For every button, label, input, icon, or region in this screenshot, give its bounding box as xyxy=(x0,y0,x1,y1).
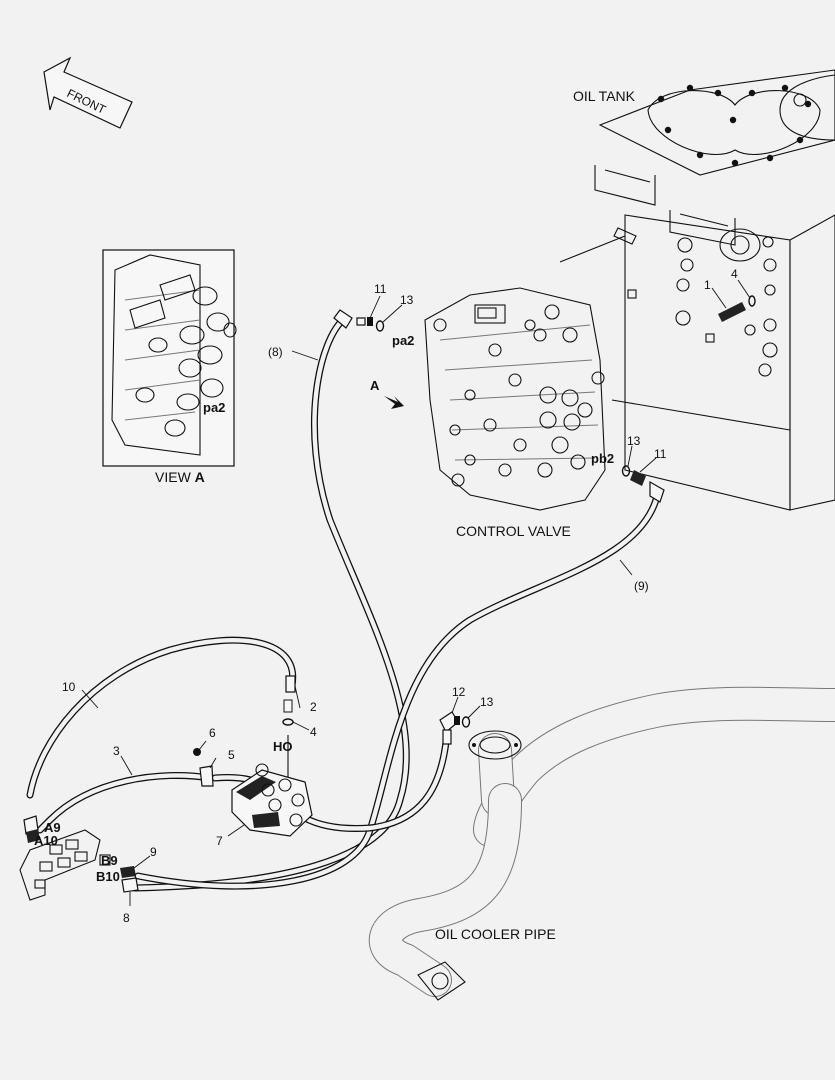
callout-13-cooler: 13 xyxy=(480,695,494,709)
control-valve-caption: CONTROL VALVE xyxy=(456,523,571,539)
callout-6: 6 xyxy=(209,726,216,740)
oil-cooler-pipe: OIL COOLER PIPE xyxy=(368,686,835,1001)
callout-10: 10 xyxy=(62,680,76,694)
callout-11-top: 11 xyxy=(374,282,387,296)
callout-5: 5 xyxy=(228,748,235,762)
pilot-manifold xyxy=(19,815,139,901)
port-pb2: pb2 xyxy=(591,451,614,466)
view-a-frame xyxy=(102,249,235,467)
check-valve-part-1 xyxy=(718,295,756,322)
callout-13-right: 13 xyxy=(627,434,641,448)
oil-tank-caption: OIL TANK xyxy=(573,88,636,104)
callout-9: 9 xyxy=(150,845,157,859)
fitting-pb2 xyxy=(621,465,665,503)
fitting-2-ho xyxy=(282,675,296,780)
solenoid-valve-part-7 xyxy=(231,763,313,837)
port-b10: B10 xyxy=(96,869,120,884)
hose-8 xyxy=(131,314,410,892)
hose-10 xyxy=(26,636,297,799)
hose-8-label: (8) xyxy=(268,345,283,359)
port-pa2: pa2 xyxy=(392,333,414,348)
callout-13-top: 13 xyxy=(400,293,414,307)
port-a9: A9 xyxy=(44,820,61,835)
callout-3: 3 xyxy=(113,744,120,758)
callout-4: 4 xyxy=(310,725,317,739)
clamp-part-5-6 xyxy=(193,748,214,787)
callout-12: 12 xyxy=(452,685,466,699)
control-valve: CONTROL VALVE xyxy=(424,287,606,539)
fitting-12 xyxy=(439,711,471,745)
view-a-inset: pa2 VIEW A xyxy=(102,249,237,485)
callout-1: 1 xyxy=(704,278,711,292)
front-direction-arrow: FRONT xyxy=(43,56,133,129)
hose-3 xyxy=(36,771,266,834)
callout-4-tank: 4 xyxy=(731,267,738,281)
callout-11-right: 11 xyxy=(654,447,667,461)
port-a10: A10 xyxy=(34,833,58,848)
callout-7: 7 xyxy=(216,834,223,848)
inset-port-pa2: pa2 xyxy=(203,400,225,415)
view-a-caption: VIEW A xyxy=(155,469,205,485)
hose-9 xyxy=(134,488,662,890)
hose-9-label: (9) xyxy=(634,579,649,593)
oil-tank: OIL TANK xyxy=(559,69,835,511)
hose-12-line xyxy=(301,738,450,832)
fitting-top-elbow xyxy=(333,309,385,332)
callout-8: 8 xyxy=(123,911,130,925)
oil-cooler-caption: OIL COOLER PIPE xyxy=(435,926,556,942)
callout-2: 2 xyxy=(310,700,317,714)
view-a-arrow: A xyxy=(370,378,404,409)
port-b9: B9 xyxy=(101,853,118,868)
view-arrow-label: A xyxy=(370,378,380,393)
port-ho: HO xyxy=(273,739,293,754)
